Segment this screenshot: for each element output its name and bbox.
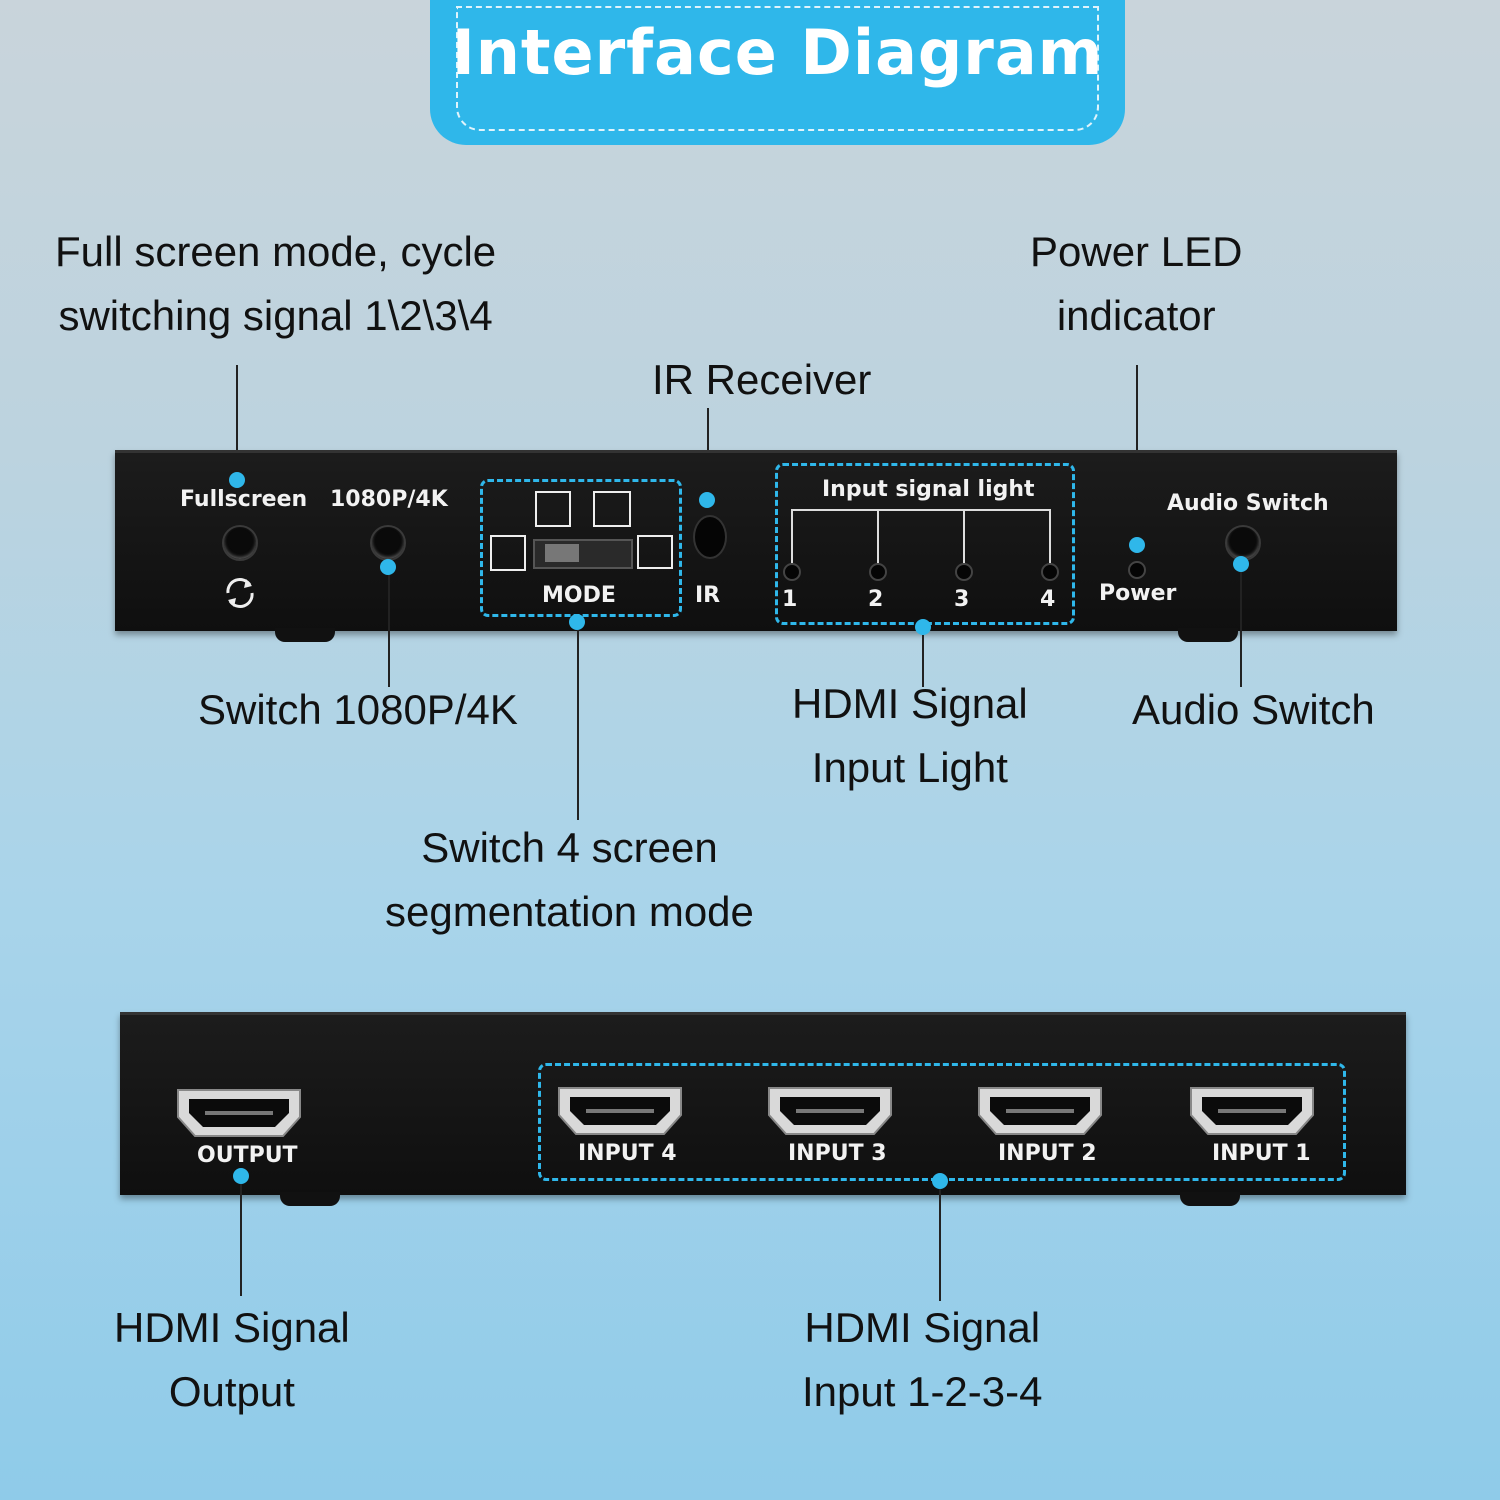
callout-segmentation-line2: segmentation mode	[385, 888, 754, 935]
hdmi-input-1-port[interactable]	[1188, 1085, 1316, 1137]
callout-input-line2: Input 1-2-3-4	[802, 1368, 1043, 1415]
marker-ir	[699, 492, 715, 508]
marker-resolution	[380, 559, 396, 575]
callout-hdmi-input-light: HDMI Signal Input Light	[792, 672, 1028, 800]
hdmi-input-4-port[interactable]	[556, 1085, 684, 1137]
callout-audio-switch: Audio Switch	[1132, 686, 1375, 733]
input-led-3	[955, 563, 973, 581]
mode-slider-switch[interactable]	[533, 539, 633, 569]
label-ir: IR	[695, 583, 721, 608]
title-banner: Interface Diagram	[430, 0, 1125, 145]
mode-split-icon-2	[593, 491, 631, 527]
marker-audio-switch	[1233, 556, 1249, 572]
leader-audio-switch	[1240, 572, 1242, 687]
callout-input-light-line2: Input Light	[811, 744, 1008, 791]
hdmi-input-3-port[interactable]	[766, 1085, 894, 1137]
marker-fullscreen	[229, 472, 245, 488]
label-mode: MODE	[542, 583, 616, 608]
callout-segmentation-line1: Switch 4 screen	[421, 824, 718, 871]
callout-output-line1: HDMI Signal	[114, 1304, 350, 1351]
callout-segmentation: Switch 4 screen segmentation mode	[385, 816, 754, 944]
callout-input-light-line1: HDMI Signal	[792, 680, 1028, 727]
input-led-4	[1041, 563, 1059, 581]
label-input-3: INPUT 3	[788, 1141, 887, 1166]
fullscreen-button[interactable]	[222, 525, 258, 561]
mode-quad-icon	[490, 535, 526, 571]
callout-power-line2: indicator	[1056, 292, 1216, 339]
label-audio-switch: Audio Switch	[1167, 491, 1329, 516]
callout-fullscreen-line1: Full screen mode, cycle	[55, 228, 497, 275]
ir-sensor	[693, 515, 727, 559]
marker-output	[233, 1168, 249, 1184]
marker-inputs	[932, 1173, 948, 1189]
cycle-icon	[218, 571, 262, 615]
power-led	[1128, 561, 1146, 579]
callout-power-line1: Power LED	[1030, 228, 1243, 275]
input-led-2	[869, 563, 887, 581]
callout-fullscreen: Full screen mode, cycle switching signal…	[55, 220, 496, 348]
back-panel: OUTPUT INPUT 4 INPUT 3 INPUT 2 INPUT 1	[120, 1012, 1406, 1195]
callout-power-led: Power LED indicator	[1030, 220, 1242, 348]
callout-output-line2: Output	[168, 1368, 295, 1415]
callout-ir-receiver: IR Receiver	[652, 356, 872, 403]
label-output: OUTPUT	[197, 1143, 298, 1168]
leader-mode	[577, 630, 579, 820]
input-light-number-2: 2	[868, 587, 884, 612]
label-resolution: 1080P/4K	[330, 487, 448, 512]
label-input-4: INPUT 4	[578, 1141, 677, 1166]
leader-resolution	[388, 575, 390, 687]
back-panel-foot-left	[280, 1192, 340, 1206]
input-light-bracket	[791, 509, 1051, 567]
label-power: Power	[1099, 581, 1177, 606]
marker-power	[1129, 537, 1145, 553]
input-light-number-3: 3	[954, 587, 970, 612]
resolution-button[interactable]	[370, 525, 406, 561]
leader-output	[240, 1184, 242, 1296]
leader-input-lights	[922, 635, 924, 687]
back-panel-foot-right	[1180, 1192, 1240, 1206]
callout-input-line1: HDMI Signal	[804, 1304, 1041, 1351]
leader-fullscreen	[236, 365, 238, 475]
hdmi-input-2-port[interactable]	[976, 1085, 1104, 1137]
label-fullscreen: Fullscreen	[180, 487, 308, 512]
page-title: Interface Diagram	[451, 16, 1104, 89]
mode-slider-knob[interactable]	[545, 544, 579, 562]
label-input-signal-light: Input signal light	[822, 477, 1035, 502]
label-input-2: INPUT 2	[998, 1141, 1097, 1166]
hdmi-output-port[interactable]	[175, 1087, 303, 1139]
callout-switch-resolution: Switch 1080P/4K	[198, 686, 518, 733]
callout-hdmi-output: HDMI Signal Output	[114, 1296, 350, 1424]
leader-inputs	[939, 1189, 941, 1301]
label-input-1: INPUT 1	[1212, 1141, 1311, 1166]
front-panel-foot-right	[1178, 628, 1238, 642]
callout-hdmi-input: HDMI Signal Input 1-2-3-4	[802, 1296, 1042, 1424]
input-light-number-1: 1	[782, 587, 798, 612]
front-panel: Fullscreen 1080P/4K MODE IR Input signal…	[115, 450, 1397, 631]
front-panel-foot-left	[275, 628, 335, 642]
mode-split-icon-1	[535, 491, 571, 527]
marker-mode	[569, 614, 585, 630]
input-led-1	[783, 563, 801, 581]
title-dashed-border	[456, 6, 1099, 131]
marker-input-lights	[915, 619, 931, 635]
input-light-number-4: 4	[1040, 587, 1056, 612]
callout-fullscreen-line2: switching signal 1\2\3\4	[58, 292, 493, 339]
mode-pip-icon	[637, 535, 673, 569]
